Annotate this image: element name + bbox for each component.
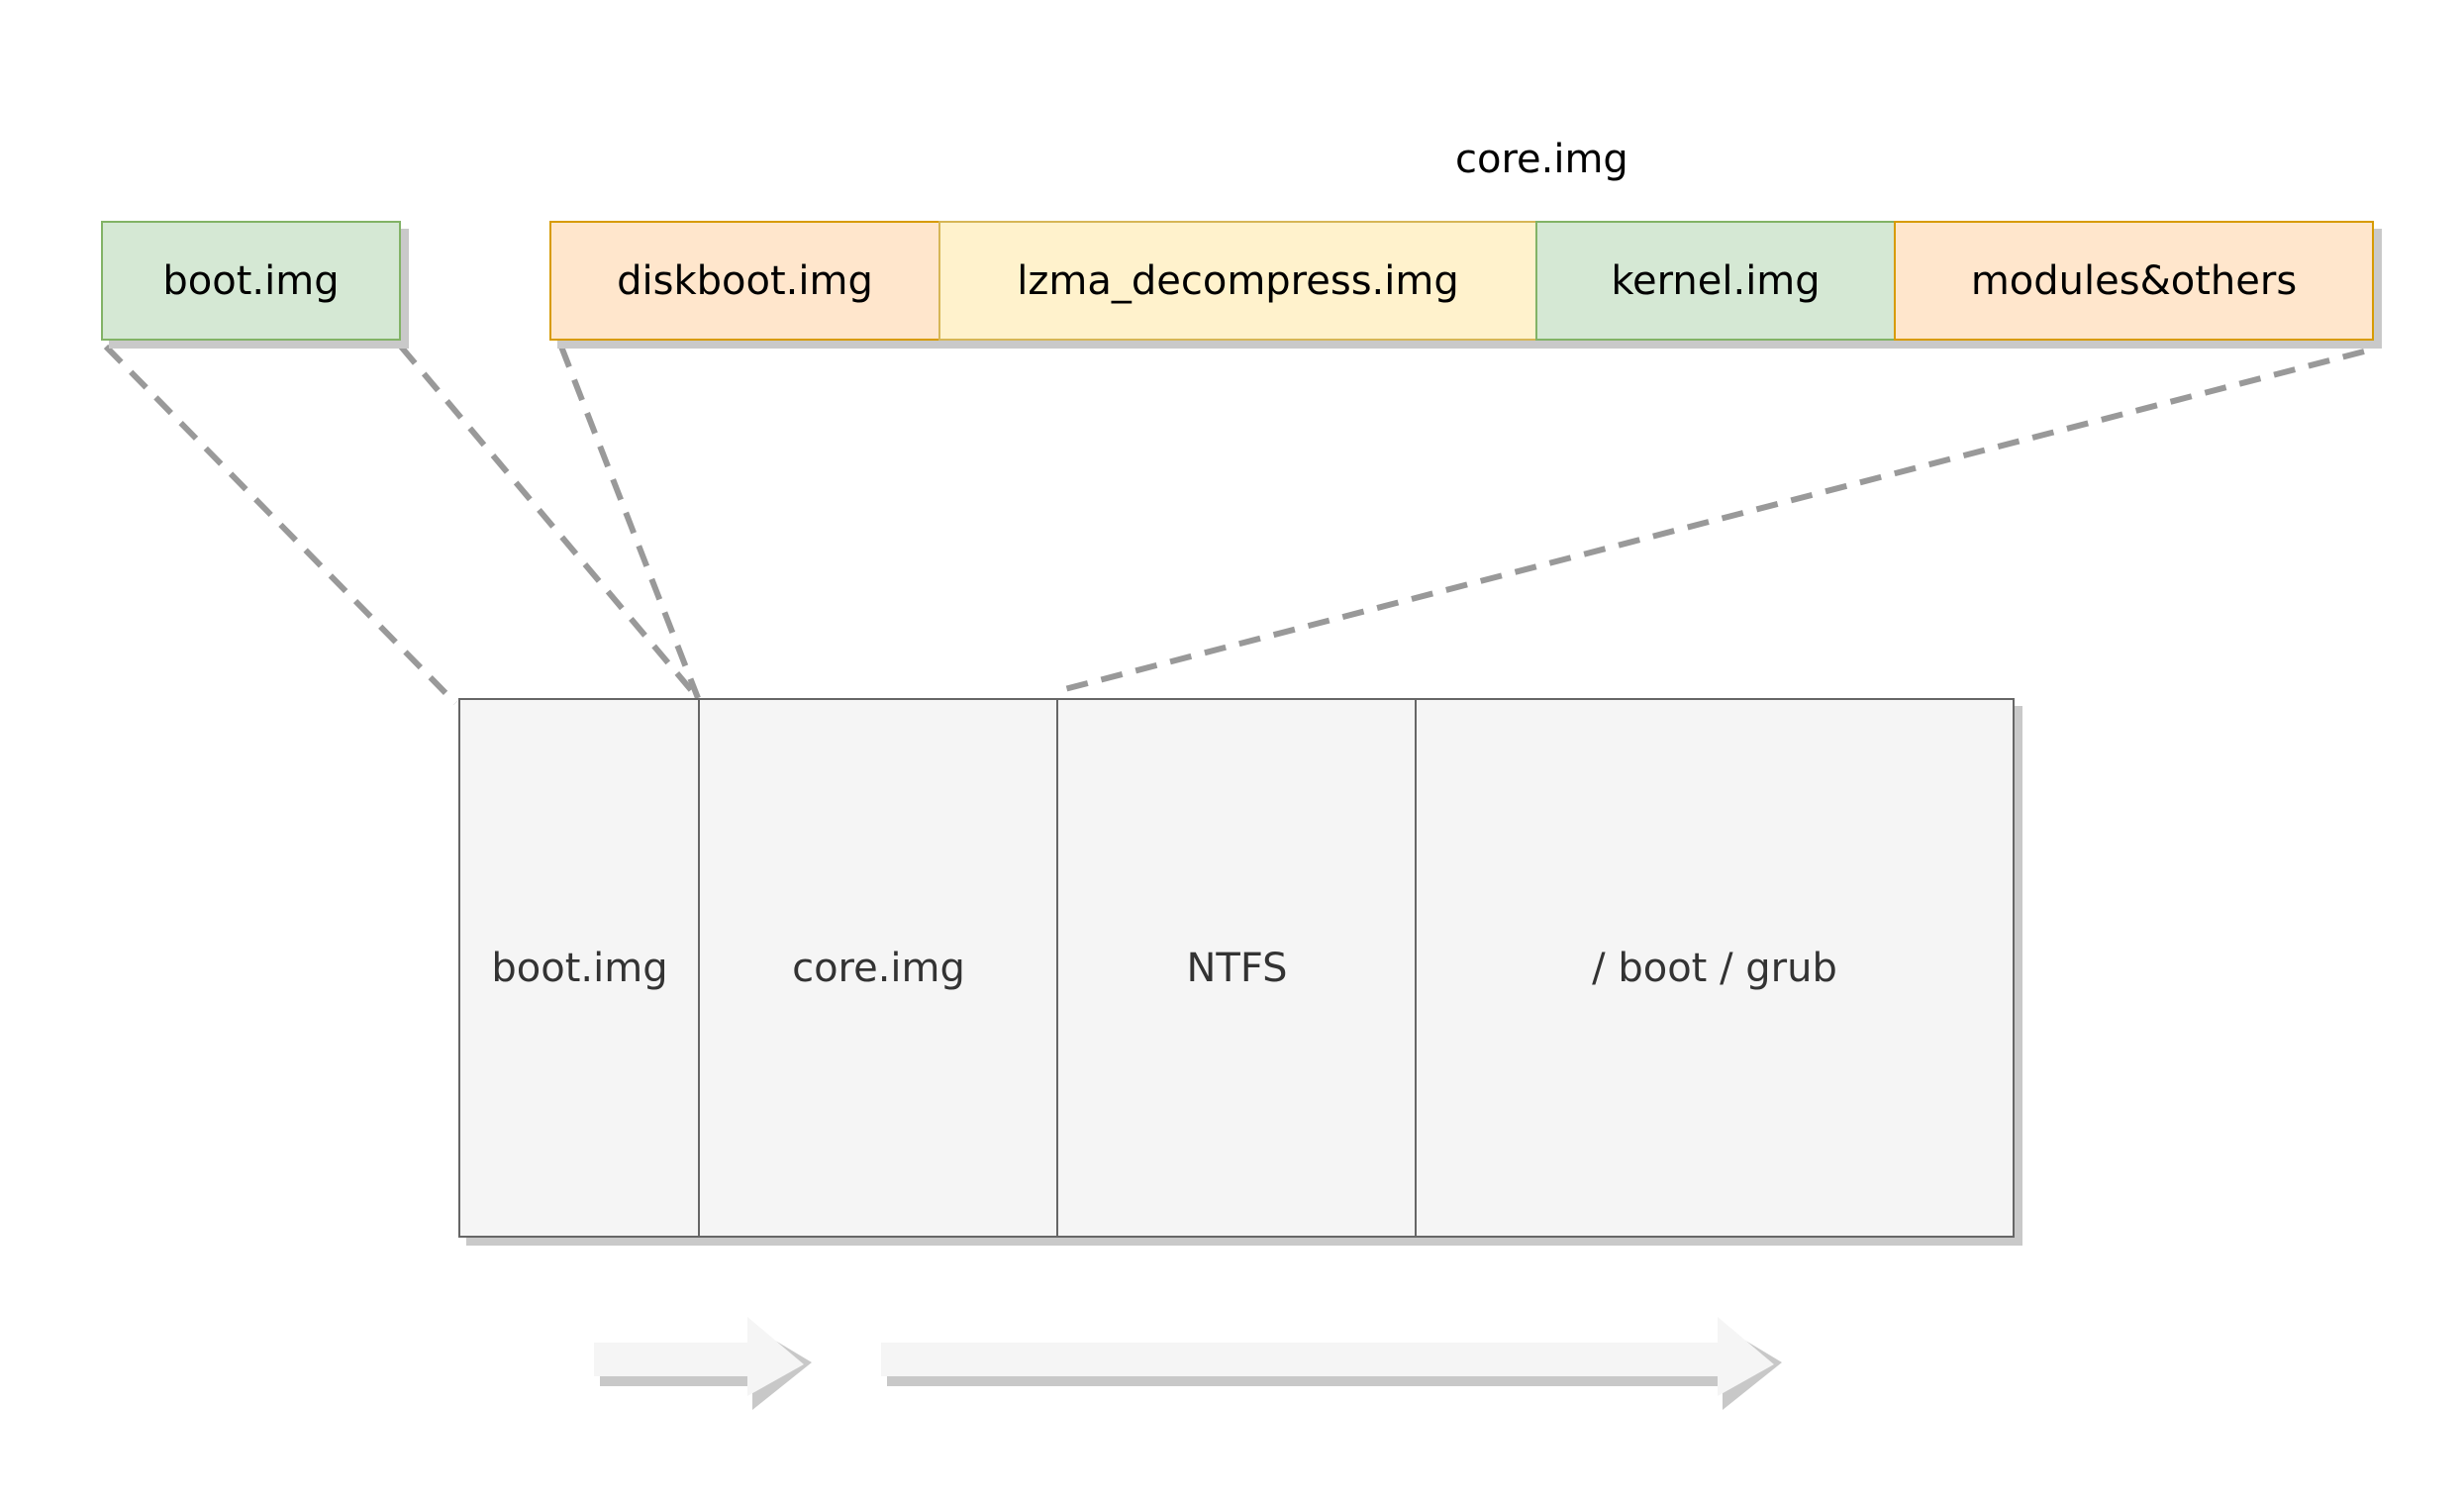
connector-core-left: [558, 345, 701, 700]
connector-boot-left: [103, 344, 458, 706]
diskboot-img-block: diskboot.img: [549, 221, 940, 341]
top-boot-img-block: boot.img: [101, 221, 401, 341]
disk-segment-core-img: core.img: [698, 698, 1059, 1238]
core-img-title: core.img: [1455, 137, 1628, 182]
connector-boot-right: [398, 345, 701, 700]
arrow-short: [594, 1317, 812, 1410]
modules-others-block: modules&others: [1894, 221, 2374, 341]
kernel-img-block: kernel.img: [1535, 221, 1896, 341]
disk-segment-boot-grub: / boot / grub: [1415, 698, 2015, 1238]
lzma-decompress-img-block: lzma_decompress.img: [938, 221, 1537, 341]
disk-segment-ntfs: NTFS: [1056, 698, 1418, 1238]
arrow-long: [881, 1317, 1782, 1410]
disk-segment-boot-img: boot.img: [458, 698, 701, 1238]
connector-core-right: [1056, 349, 2365, 694]
